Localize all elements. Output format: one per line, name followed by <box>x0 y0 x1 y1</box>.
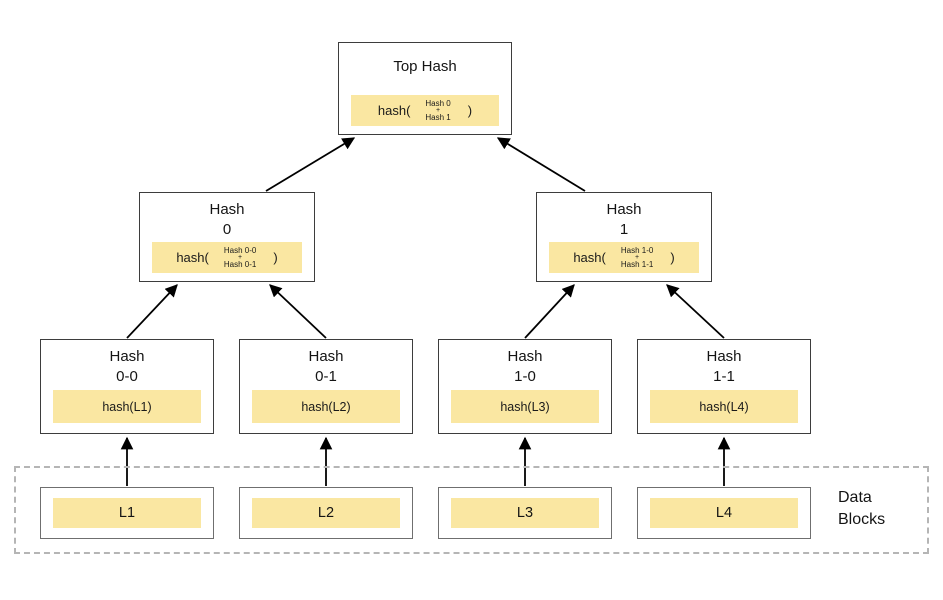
node-title: Hash 0 <box>140 200 314 240</box>
node-top-hash: Top Hash hash( Hash 0 + Hash 1 ) <box>338 42 512 135</box>
formula-args: Hash 1-0 + Hash 1-1 <box>620 245 654 269</box>
node-title-line1: Hash <box>308 348 344 365</box>
formula-arg2: Hash 0-1 <box>223 259 257 269</box>
data-block-label: L2 <box>252 498 400 528</box>
hash-formula: hash(L4) <box>650 390 798 423</box>
arrow-hash01-to-hash0 <box>269 284 327 339</box>
node-title-line1: Hash <box>606 201 642 218</box>
node-title-line2: 0-1 <box>315 368 337 385</box>
data-block-l3: L3 <box>438 487 612 539</box>
node-title: Top Hash <box>393 58 457 75</box>
node-title: Hash 0-0 <box>41 347 213 387</box>
data-block-l1: L1 <box>40 487 214 539</box>
data-block-l4: L4 <box>637 487 811 539</box>
formula-args: Hash 0-0 + Hash 0-1 <box>223 245 257 269</box>
arrow-hash00-to-hash0 <box>126 284 178 339</box>
arrow-hash11-to-hash1 <box>666 284 725 339</box>
hash-formula: hash( Hash 1-0 + Hash 1-1 ) <box>549 242 699 273</box>
arrow-hash0-to-tophash <box>265 137 356 192</box>
formula-text: hash(L3) <box>500 399 550 414</box>
hash-formula: hash(L3) <box>451 390 599 423</box>
formula-text: hash(L1) <box>102 399 152 414</box>
hash-formula: hash(L1) <box>53 390 201 423</box>
formula-arg2: Hash 1 <box>425 112 451 122</box>
node-title: Hash 1-0 <box>439 347 611 387</box>
formula-arg1: Hash 1-0 <box>620 245 654 255</box>
node-hash-1: Hash 1 hash( Hash 1-0 + Hash 1-1 ) <box>536 192 712 282</box>
formula-arg1: Hash 0 <box>425 98 451 108</box>
node-title: Hash 0-1 <box>240 347 412 387</box>
data-block-label: L4 <box>650 498 798 528</box>
node-hash-0-0: Hash 0-0 hash(L1) <box>40 339 214 434</box>
node-title-line1: Hash <box>507 348 543 365</box>
formula-suffix: ) <box>670 250 675 265</box>
formula-prefix: hash( <box>176 250 209 265</box>
formula-plus: + <box>436 106 441 114</box>
node-title: Hash 1-1 <box>638 347 810 387</box>
node-title-line1: Hash <box>109 348 145 365</box>
formula-plus: + <box>238 253 243 261</box>
node-title-line2: 1 <box>619 221 629 238</box>
formula-args: Hash 0 + Hash 1 <box>425 98 451 122</box>
data-block-label: L3 <box>451 498 599 528</box>
node-hash-1-1: Hash 1-1 hash(L4) <box>637 339 811 434</box>
node-title-line1: Hash <box>706 348 742 365</box>
formula-arg1: Hash 0-0 <box>223 245 257 255</box>
hash-formula: hash( Hash 0-0 + Hash 0-1 ) <box>152 242 302 273</box>
node-title-line2: 0 <box>222 221 232 238</box>
data-block-label: L1 <box>53 498 201 528</box>
formula-text: hash(L2) <box>301 399 351 414</box>
node-hash-0-1: Hash 0-1 hash(L2) <box>239 339 413 434</box>
arrow-hash10-to-hash1 <box>524 284 575 339</box>
node-title-line2: 0-0 <box>116 368 138 385</box>
node-hash-0: Hash 0 hash( Hash 0-0 + Hash 0-1 ) <box>139 192 315 282</box>
hash-formula: hash( Hash 0 + Hash 1 ) <box>351 95 499 126</box>
formula-suffix: ) <box>273 250 278 265</box>
node-title: Hash 1 <box>537 200 711 240</box>
node-title-line2: 1-0 <box>514 368 536 385</box>
node-hash-1-0: Hash 1-0 hash(L3) <box>438 339 612 434</box>
formula-plus: + <box>635 253 640 261</box>
data-block-l2: L2 <box>239 487 413 539</box>
hash-formula: hash(L2) <box>252 390 400 423</box>
formula-prefix: hash( <box>573 250 606 265</box>
data-blocks-caption: Data Blocks <box>838 489 886 528</box>
node-title-line1: Hash <box>209 201 245 218</box>
formula-prefix: hash( <box>377 103 411 118</box>
arrow-hash1-to-tophash <box>496 137 586 192</box>
formula-text: hash(L4) <box>699 399 749 414</box>
data-blocks-region <box>14 466 929 554</box>
formula-arg2: Hash 1-1 <box>620 259 654 269</box>
node-title-line2: 1-1 <box>713 368 735 385</box>
formula-suffix: ) <box>467 103 473 118</box>
